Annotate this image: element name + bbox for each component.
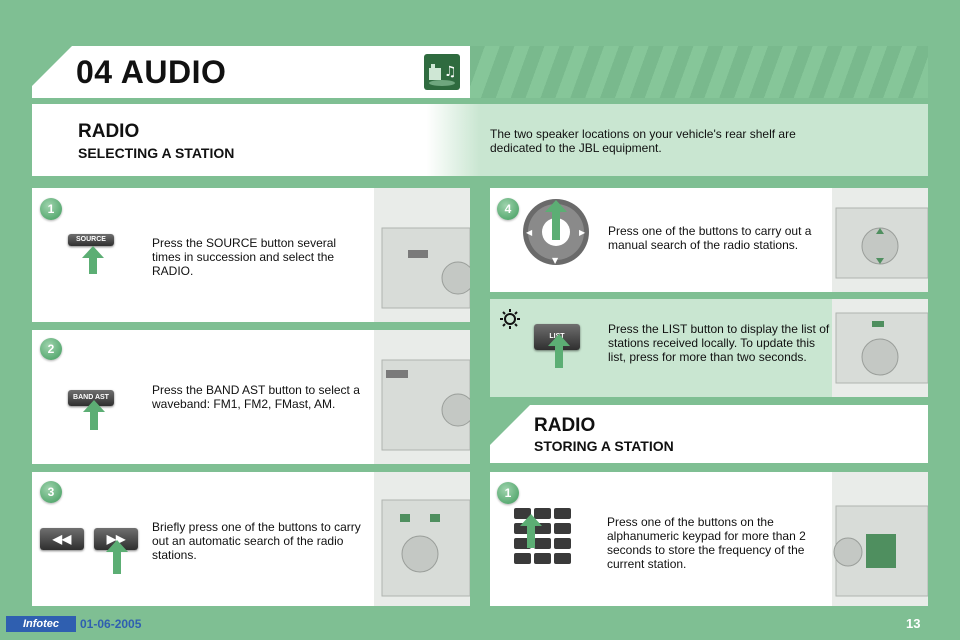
step-3-badge: 3 <box>40 481 62 503</box>
step-2-text: Press the BAND AST button to select a wa… <box>152 383 360 411</box>
step-1-badge: 1 <box>40 198 62 220</box>
step-1-radio-illustration <box>374 188 475 322</box>
storing-subtitle: STORING A STATION <box>534 438 674 454</box>
section-header-band <box>32 104 928 176</box>
jbl-note: The two speaker locations on your vehicl… <box>490 127 796 155</box>
storing-step-text: Press one of the buttons on the alphanum… <box>607 515 806 571</box>
page-title: 04 AUDIO <box>76 54 227 90</box>
svg-text:▶: ▶ <box>579 228 586 237</box>
storing-title: RADIO <box>534 415 596 436</box>
footer-date: 01-06-2005 <box>80 617 142 631</box>
step-2-badge: 2 <box>40 338 62 360</box>
band-ast-button[interactable]: BAND AST <box>68 390 114 406</box>
step-3-text: Briefly press one of the buttons to carr… <box>152 520 361 562</box>
section-title: RADIO <box>78 121 140 142</box>
title-bar <box>32 46 470 98</box>
storing-header-band <box>490 405 928 463</box>
storing-step-badge: 1 <box>497 482 519 504</box>
seek-back-button[interactable]: ◀◀ <box>40 528 84 550</box>
music-icon: ♫ <box>424 54 460 90</box>
step-4-badge: 4 <box>497 198 519 220</box>
step-1-text: Press the SOURCE button several times in… <box>152 236 337 278</box>
list-tip-text: Press the LIST button to display the lis… <box>608 322 830 364</box>
list-tip-radio-illustration <box>832 299 929 397</box>
storing-radio-illustration <box>832 472 929 606</box>
section-subtitle: SELECTING A STATION <box>78 145 235 161</box>
seek-forward-button[interactable]: ▶▶ <box>94 528 138 550</box>
step-4-text: Press one of the buttons to carry out a … <box>608 224 812 252</box>
infotec-logo: Infotec <box>6 616 76 632</box>
source-button[interactable]: SOURCE <box>68 234 114 246</box>
title-bar-stripes <box>470 46 928 98</box>
step-3-radio-illustration <box>374 472 471 606</box>
step-4-radio-illustration <box>832 188 929 292</box>
sun-tip-icon <box>499 308 521 335</box>
page-number: 13 <box>906 616 921 631</box>
svg-text:◀: ◀ <box>526 228 533 237</box>
svg-text:♫: ♫ <box>444 64 457 80</box>
svg-text:▼: ▼ <box>552 256 559 265</box>
step-2-radio-illustration <box>374 330 475 464</box>
